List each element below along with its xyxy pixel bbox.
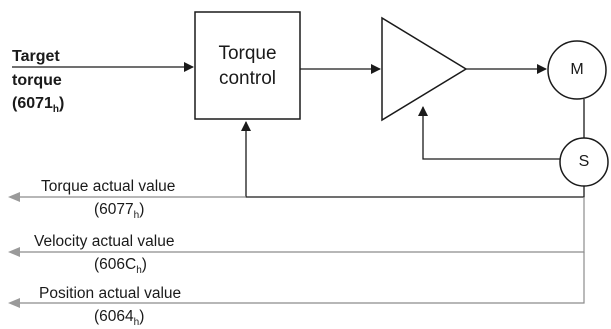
velocity-actual-value-index: (606Ch) (94, 256, 147, 276)
position-index-subscript: h (133, 317, 140, 328)
feedback-to-amplifier (418, 106, 560, 160)
torque-control-box (194, 11, 301, 120)
position-actual-value-label: Position actual value (39, 285, 182, 302)
torque-actual-value-label: Torque actual value (41, 178, 176, 195)
feedback-to-controller (241, 121, 585, 198)
input-index-value: 6071 (17, 95, 53, 112)
position-output-arrowhead (8, 298, 20, 308)
torque-index-value: 6077 (99, 201, 134, 218)
position-output-line (18, 252, 585, 304)
input-index: (6071h) (12, 95, 65, 115)
input-label-line1: Target (12, 48, 60, 65)
motor-circle (547, 40, 607, 100)
position-index-value: 6064 (99, 308, 134, 325)
velocity-index-value: 606C (99, 256, 137, 273)
controller-label-line2: control (218, 68, 277, 89)
input-label-line2: torque (12, 72, 62, 89)
position-actual-value-index: (6064h) (94, 308, 145, 328)
input-index-subscript: h (52, 104, 60, 115)
velocity-actual-value-label: Velocity actual value (34, 233, 175, 250)
motor-label: M (570, 61, 584, 78)
velocity-output-arrowhead (8, 247, 20, 257)
torque-actual-value-index: (6077h) (94, 201, 145, 221)
amplifier-triangle (381, 16, 468, 122)
torque-index-subscript: h (133, 210, 140, 221)
velocity-index-subscript: h (136, 265, 142, 276)
controller-label-line1: Torque (218, 43, 277, 64)
sensor-label: S (578, 153, 590, 170)
torque-output-arrowhead (8, 192, 20, 202)
